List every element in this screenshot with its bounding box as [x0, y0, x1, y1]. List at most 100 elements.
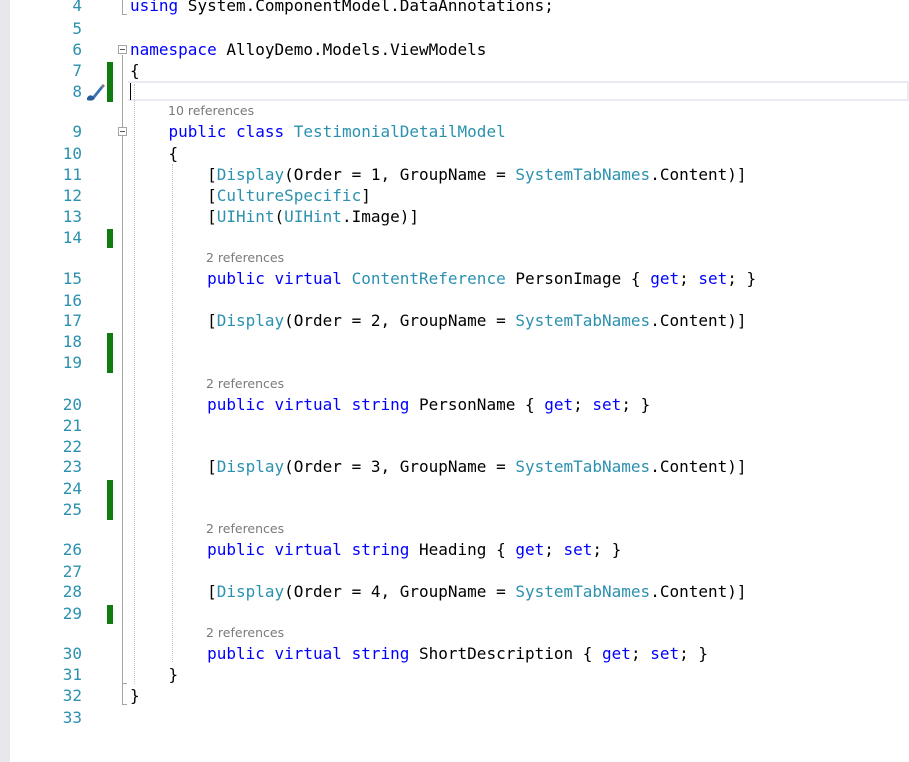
keyword-token: virtual	[274, 269, 342, 288]
code-token: Heading {	[409, 540, 516, 559]
code-token	[130, 395, 207, 414]
line-number: 10	[62, 144, 82, 163]
code-token: .Content)]	[650, 582, 747, 601]
code-line[interactable]: [CultureSpecific]	[130, 186, 371, 206]
code-line[interactable]: }	[130, 686, 140, 706]
code-token	[130, 122, 169, 141]
code-line[interactable]: [Display(Order = 2, GroupName = SystemTa…	[130, 311, 746, 331]
keyword-token: string	[351, 540, 410, 559]
code-line[interactable]: [Display(Order = 4, GroupName = SystemTa…	[130, 582, 747, 602]
code-line[interactable]: [Display(Order = 1, GroupName = SystemTa…	[130, 165, 746, 185]
codelens-references-link[interactable]: 2 references	[206, 625, 285, 640]
code-line[interactable]: [Display(Order = 3, GroupName = SystemTa…	[130, 457, 746, 477]
keyword-token: set	[698, 269, 728, 288]
code-token: {	[130, 61, 140, 80]
keyword-token: get	[602, 644, 631, 663]
code-line[interactable]: {	[130, 144, 179, 164]
code-token: ; }	[727, 269, 757, 288]
keyword-token: using	[130, 0, 179, 15]
usings-fold-end	[122, 14, 127, 15]
keyword-token: class	[235, 122, 285, 141]
code-line[interactable]: public virtual string ShortDescription {…	[130, 644, 708, 664]
keyword-token: get	[544, 395, 574, 414]
code-token	[265, 395, 275, 414]
line-number: 32	[62, 686, 82, 705]
line-number: 21	[62, 416, 82, 435]
code-token: PersonImage {	[505, 269, 651, 288]
codelens-references-link[interactable]: 2 references	[206, 250, 285, 265]
line-number: 24	[62, 479, 82, 498]
code-token: .Image)]	[341, 207, 419, 226]
type-token: Display	[216, 457, 285, 476]
codelens-references-link[interactable]: 2 references	[206, 376, 285, 391]
code-token: ;	[630, 644, 651, 663]
keyword-token: public	[168, 122, 227, 141]
line-number: 7	[72, 61, 82, 80]
code-line[interactable]: public virtual string PersonName { get; …	[130, 395, 650, 415]
type-token: SystemTabNames	[515, 165, 651, 184]
change-indicator-bar	[107, 605, 113, 624]
code-line[interactable]: public class TestimonialDetailModel	[130, 122, 506, 142]
type-token: UIHint	[216, 207, 275, 226]
keyword-token: set	[650, 644, 680, 663]
keyword-token: virtual	[274, 644, 342, 663]
code-token: ; }	[621, 395, 651, 414]
line-number: 18	[62, 332, 82, 351]
code-token: (	[274, 207, 285, 226]
code-line[interactable]: public virtual ContentReference PersonIm…	[130, 269, 756, 289]
code-token: [	[130, 457, 217, 476]
code-line[interactable]: using System.ComponentModel.DataAnnotati…	[130, 0, 554, 16]
code-line[interactable]: {	[130, 61, 140, 81]
line-number: 14	[62, 228, 82, 247]
code-line[interactable]: public virtual string Heading { get; set…	[130, 540, 621, 560]
line-number: 6	[72, 40, 82, 59]
current-line-highlight	[128, 81, 909, 101]
code-token: [	[130, 207, 217, 226]
class-fold-end	[122, 683, 127, 684]
codelens-references-link[interactable]: 2 references	[206, 521, 285, 536]
code-token	[265, 269, 275, 288]
namespace-collapse-box-icon[interactable]	[118, 45, 127, 54]
code-token: [	[130, 165, 217, 184]
line-number: 28	[62, 582, 82, 601]
keyword-token: string	[351, 644, 410, 663]
indent-guide-class	[172, 164, 173, 662]
type-token: SystemTabNames	[515, 582, 651, 601]
indent-guide-namespace	[134, 84, 135, 684]
code-token	[284, 122, 294, 141]
usings-fold-line	[122, 0, 123, 14]
class-collapse-box-icon[interactable]	[118, 127, 127, 136]
code-token: ; }	[592, 540, 622, 559]
keyword-token: set	[592, 395, 622, 414]
codelens-references-link[interactable]: 10 references	[168, 103, 255, 118]
type-token: CultureSpecific	[216, 186, 362, 205]
keyword-token: string	[351, 395, 410, 414]
line-number: 30	[62, 644, 82, 663]
code-token	[265, 644, 275, 663]
keyword-token: public	[207, 269, 265, 288]
line-number: 13	[62, 207, 82, 226]
text-caret	[130, 83, 131, 100]
line-number: 25	[62, 500, 82, 519]
paintbrush-icon[interactable]	[81, 82, 105, 102]
keyword-token: virtual	[274, 540, 342, 559]
code-token: ]	[361, 186, 371, 205]
keyword-token: namespace	[130, 40, 217, 59]
code-token	[226, 122, 236, 141]
line-number: 12	[62, 186, 82, 205]
code-line[interactable]: namespace AlloyDemo.Models.ViewModels	[130, 40, 486, 60]
keyword-token: get	[515, 540, 545, 559]
code-line[interactable]: }	[130, 665, 179, 685]
line-number: 8	[72, 82, 82, 101]
line-number: 29	[62, 604, 82, 623]
code-token	[130, 644, 207, 663]
change-indicator-bar	[107, 229, 113, 248]
code-token: [	[130, 582, 217, 601]
keyword-token: set	[563, 540, 593, 559]
line-number: 9	[72, 122, 82, 141]
line-number: 27	[62, 562, 82, 581]
code-token	[342, 644, 352, 663]
line-number: 22	[62, 437, 82, 456]
code-line[interactable]: [UIHint(UIHint.Image)]	[130, 207, 419, 227]
